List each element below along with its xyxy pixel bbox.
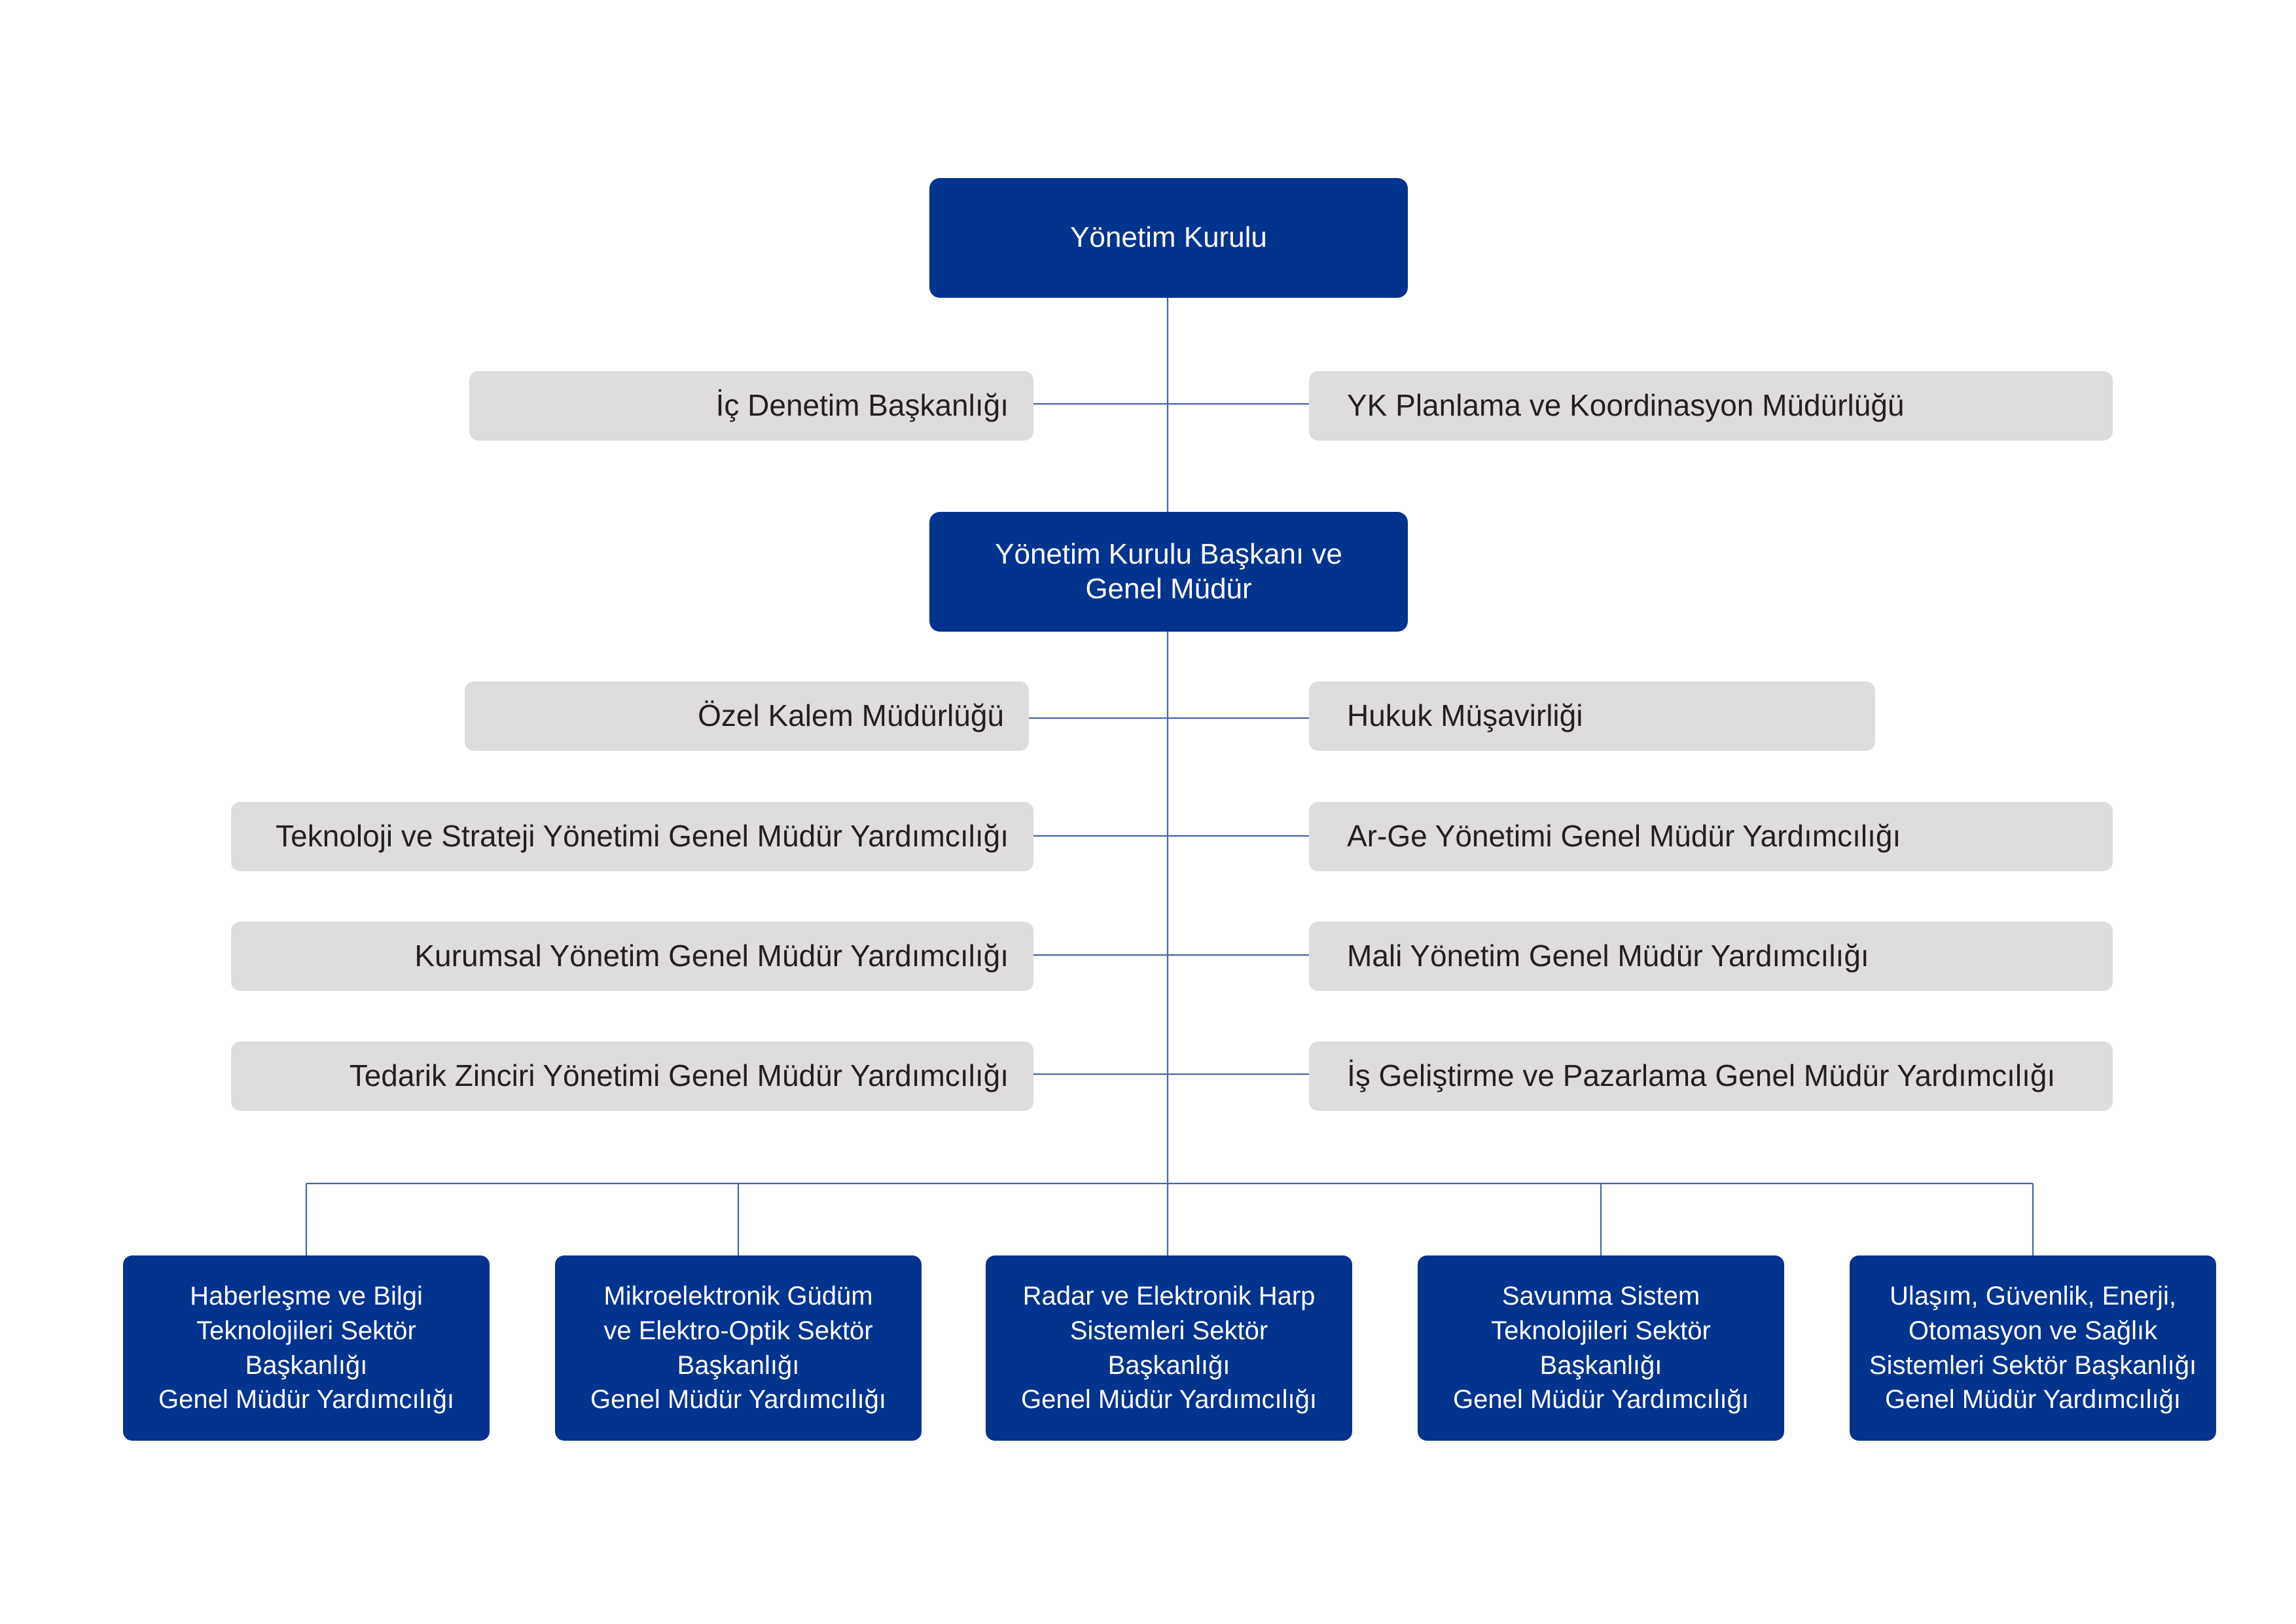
sector-box-1: Haberleşme ve Bilgi Teknolojileri Sektör… <box>123 1255 490 1441</box>
staff-unit-right-3-label: Mali Yönetim Genel Müdür Yardımcılığı <box>1347 939 1869 973</box>
staff-unit-left-1-label: Özel Kalem Müdürlüğü <box>698 698 1004 733</box>
sector-box-4: Savunma Sistem Teknolojileri Sektör Başk… <box>1418 1255 1784 1441</box>
staff-unit-right-2: Ar-Ge Yönetimi Genel Müdür Yardımcılığı <box>1309 802 2113 871</box>
staff-unit-right-1-label: Hukuk Müşavirliği <box>1347 698 1583 733</box>
sector-box-2: Mikroelektronik Güdüm ve Elektro-Optik S… <box>555 1255 922 1441</box>
sector-box-3-label: Radar ve Elektronik Harp Sistemleri Sekt… <box>1020 1281 1318 1415</box>
staff-unit-left-3: Kurumsal Yönetim Genel Müdür Yardımcılığ… <box>231 922 1033 991</box>
board-of-directors-label: Yönetim Kurulu <box>1070 221 1267 254</box>
staff-unit-right-4-label: İş Geliştirme ve Pazarlama Genel Müdür Y… <box>1347 1058 2056 1093</box>
staff-unit-right-3: Mali Yönetim Genel Müdür Yardımcılığı <box>1309 922 2113 991</box>
staff-unit-left-3-label: Kurumsal Yönetim Genel Müdür Yardımcılığ… <box>414 939 1009 973</box>
staff-unit-right-2-label: Ar-Ge Yönetimi Genel Müdür Yardımcılığı <box>1347 819 1901 854</box>
chairman-general-manager-label: Yönetim Kurulu Başkanı ve Genel Müdür <box>995 537 1342 605</box>
sector-box-1-label: Haberleşme ve Bilgi Teknolojileri Sektör… <box>158 1281 455 1415</box>
sector-box-5-label: Ulaşım, Güvenlik, Enerji, Otomasyon ve S… <box>1869 1281 2197 1415</box>
staff-unit-left-4: Tedarik Zinciri Yönetimi Genel Müdür Yar… <box>231 1041 1033 1111</box>
sector-box-2-label: Mikroelektronik Güdüm ve Elektro-Optik S… <box>590 1281 887 1415</box>
staff-unit-left-2-label: Teknoloji ve Strateji Yönetimi Genel Müd… <box>276 819 1009 854</box>
board-planning-box: YK Planlama ve Koordinasyon Müdürlüğü <box>1309 371 2113 441</box>
board-of-directors-box: Yönetim Kurulu <box>929 178 1408 298</box>
chairman-general-manager-box: Yönetim Kurulu Başkanı ve Genel Müdür <box>929 512 1408 632</box>
internal-audit-box: İç Denetim Başkanlığı <box>469 371 1033 441</box>
sector-box-5: Ulaşım, Güvenlik, Enerji, Otomasyon ve S… <box>1850 1255 2216 1441</box>
staff-unit-right-1: Hukuk Müşavirliği <box>1309 681 1875 751</box>
staff-unit-left-1: Özel Kalem Müdürlüğü <box>465 681 1029 751</box>
staff-unit-right-4: İş Geliştirme ve Pazarlama Genel Müdür Y… <box>1309 1041 2113 1111</box>
staff-unit-left-4-label: Tedarik Zinciri Yönetimi Genel Müdür Yar… <box>349 1058 1009 1093</box>
internal-audit-label: İç Denetim Başkanlığı <box>715 388 1009 423</box>
board-planning-label: YK Planlama ve Koordinasyon Müdürlüğü <box>1347 388 1905 423</box>
sector-box-3: Radar ve Elektronik Harp Sistemleri Sekt… <box>986 1255 1352 1441</box>
sector-box-4-label: Savunma Sistem Teknolojileri Sektör Başk… <box>1452 1281 1749 1415</box>
staff-unit-left-2: Teknoloji ve Strateji Yönetimi Genel Müd… <box>231 802 1033 871</box>
